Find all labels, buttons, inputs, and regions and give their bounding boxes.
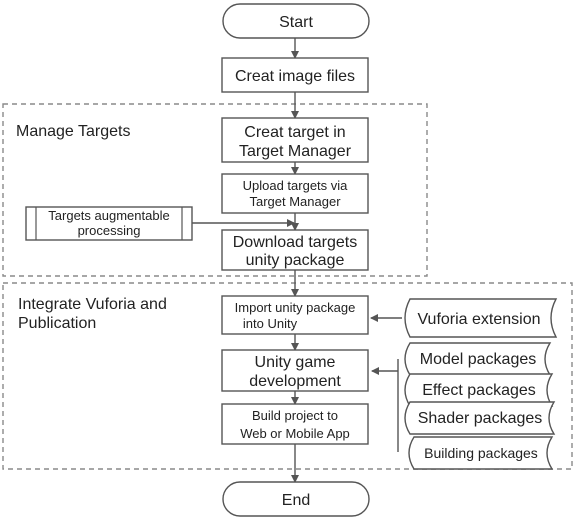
unity-dev-box [221, 349, 369, 392]
build-project-box [221, 403, 369, 445]
integrate-label-line-1: Integrate Vuforia and [18, 296, 167, 313]
end-label: End [282, 492, 310, 509]
create-target-line-1: Creat target in [244, 124, 345, 141]
integrate-label-line-2: Publication [18, 315, 96, 332]
download-targets-box [221, 229, 369, 271]
unity-dev-line-2: development [249, 373, 341, 390]
integrate-group [2, 282, 573, 470]
create-target-line-2: Target Manager [239, 143, 352, 160]
shader-packages-label: Shader packages [418, 410, 543, 427]
building-packages-shape [408, 436, 554, 470]
upload-targets-line-1: Upload targets via [243, 178, 349, 193]
augmentable-line-1: Targets augmentable [48, 208, 169, 223]
building-packages-label: Building packages [424, 445, 538, 461]
create-image-box [221, 57, 369, 93]
build-project-line-1: Build project to [252, 408, 338, 423]
create-image-label: Creat image files [235, 68, 355, 85]
create-target-box [221, 117, 369, 163]
import-unity-line-2: into Unity [243, 316, 298, 331]
vuforia-extension-label: Vuforia extension [417, 311, 540, 328]
vuforia-extension-shape [404, 298, 558, 338]
start-terminal [222, 3, 370, 39]
start-label: Start [279, 14, 313, 31]
model-packages-label: Model packages [420, 351, 537, 368]
import-unity-line-1: Import unity package [235, 300, 356, 315]
import-unity-box [221, 295, 369, 335]
download-targets-line-1: Download targets [233, 234, 358, 251]
effect-packages-label: Effect packages [422, 382, 536, 399]
augmentable-box [25, 206, 193, 241]
augmentable-line-2: processing [78, 223, 141, 238]
download-targets-line-2: unity package [246, 252, 345, 269]
end-terminal [222, 481, 370, 517]
manage-targets-label: Manage Targets [16, 123, 130, 140]
build-project-line-2: Web or Mobile App [240, 426, 350, 441]
upload-targets-box [221, 173, 369, 214]
shader-packages-shape [404, 401, 556, 435]
upload-targets-line-2: Target Manager [249, 194, 341, 209]
manage-targets-group [2, 103, 428, 277]
unity-dev-line-1: Unity game [255, 354, 336, 371]
